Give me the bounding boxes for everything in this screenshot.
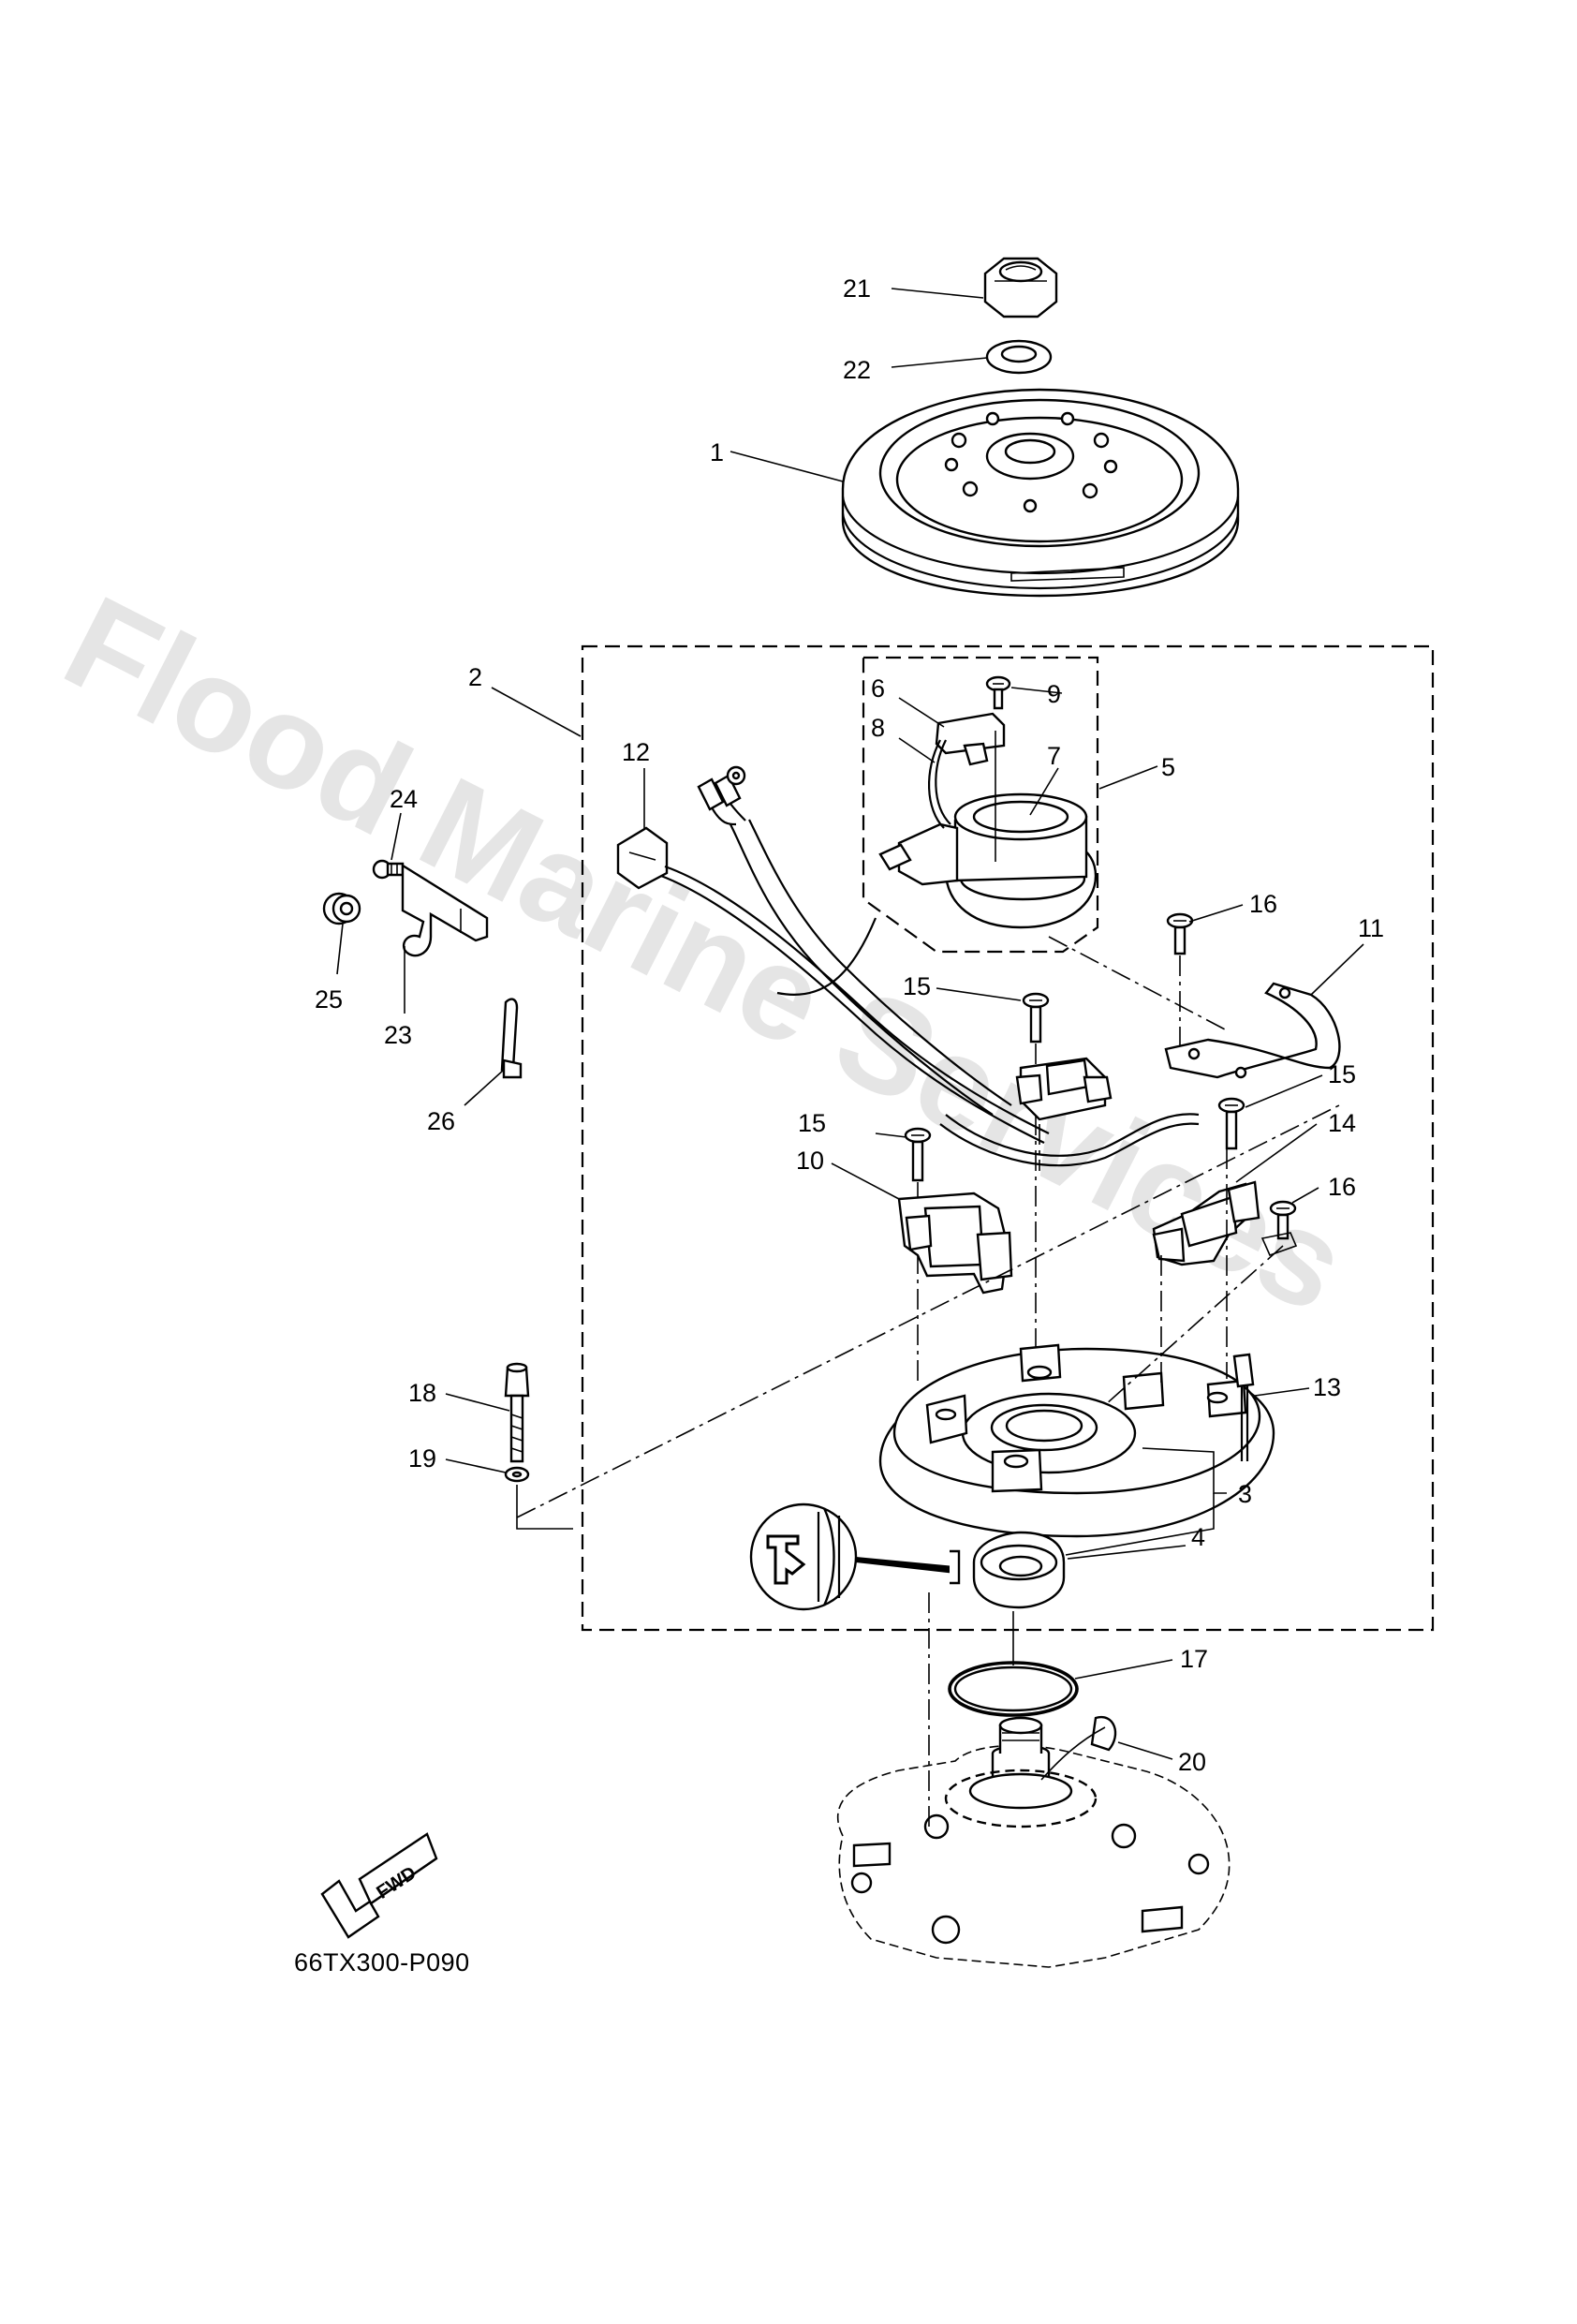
callout-4[interactable]: 4 (1191, 1523, 1205, 1551)
part-19-washer[interactable] (504, 1466, 530, 1483)
part-11-retainer-plate[interactable] (1164, 982, 1341, 1079)
callout-16-right[interactable]: 16 (1328, 1173, 1356, 1201)
part-2-base-assembly-outline (581, 644, 1435, 1632)
part-12-connector-harness[interactable] (616, 765, 1200, 1167)
part-3-stator-base[interactable] (878, 1343, 1275, 1538)
callout-5[interactable]: 5 (1161, 753, 1175, 781)
grease-icon (766, 1534, 806, 1585)
leader-lines (336, 288, 1364, 1827)
part-16-screw-right[interactable] (1260, 1200, 1298, 1257)
part-17-o-ring[interactable] (948, 1611, 1079, 1717)
part-15-screw-right[interactable] (1217, 1097, 1245, 1150)
callout-14[interactable]: 14 (1328, 1109, 1356, 1137)
callout-23[interactable]: 23 (384, 1021, 412, 1049)
callout-20[interactable]: 20 (1178, 1748, 1206, 1776)
grease-detail-bubble (749, 1502, 961, 1611)
part-20-key[interactable] (1090, 1715, 1117, 1752)
part-8-lead-wire[interactable] (927, 739, 951, 829)
callout-22[interactable]: 22 (843, 356, 871, 384)
callout-numbers: 21 22 1 2 6 9 8 12 7 5 24 16 11 15 25 23… (315, 274, 1384, 1776)
fwd-arrow-icon: FWD (320, 1832, 438, 1939)
callout-2[interactable]: 2 (468, 663, 482, 691)
callout-9[interactable]: 9 (1047, 680, 1061, 708)
callout-17[interactable]: 17 (1180, 1645, 1208, 1673)
callout-16-top[interactable]: 16 (1249, 890, 1277, 918)
callout-26[interactable]: 26 (427, 1107, 455, 1135)
part-9-screw[interactable] (985, 675, 1011, 710)
callout-15-left[interactable]: 15 (798, 1109, 826, 1137)
callout-15-center[interactable]: 15 (903, 972, 931, 1000)
callout-12[interactable]: 12 (622, 738, 650, 766)
part-10-lighting-coil[interactable] (897, 1192, 1013, 1295)
part-1-flywheel[interactable] (841, 388, 1240, 598)
callout-15-right[interactable]: 15 (1328, 1060, 1356, 1088)
callout-19[interactable]: 19 (408, 1444, 436, 1473)
part-22-washer[interactable] (985, 339, 1053, 375)
callout-24[interactable]: 24 (390, 785, 418, 813)
part-7-pulser-coil[interactable] (878, 792, 1098, 929)
part-15-screw-left[interactable] (904, 1127, 932, 1386)
part-5-pulser-assembly-outline (862, 656, 1099, 954)
charge-coil-center[interactable] (1015, 1057, 1113, 1121)
crankcase-reference (836, 1716, 1231, 1968)
callout-18[interactable]: 18 (408, 1379, 436, 1407)
callout-25[interactable]: 25 (315, 985, 343, 1014)
part-6-clamp[interactable] (935, 712, 1006, 862)
part-21-nut[interactable] (983, 257, 1058, 318)
callout-1[interactable]: 1 (710, 438, 724, 466)
callout-11[interactable]: 11 (1358, 914, 1384, 942)
callout-3[interactable]: 3 (1238, 1480, 1252, 1508)
callout-21[interactable]: 21 (843, 274, 871, 303)
callout-6[interactable]: 6 (871, 674, 885, 703)
part-16-screw-top[interactable] (1166, 912, 1194, 1049)
part-24-screw[interactable] (372, 859, 405, 880)
callout-7[interactable]: 7 (1047, 742, 1061, 770)
callout-8[interactable]: 8 (871, 714, 885, 742)
part-18-bolt[interactable] (504, 1362, 530, 1463)
part-4-oil-seal[interactable] (972, 1531, 1066, 1609)
callout-13[interactable]: 13 (1313, 1373, 1341, 1401)
part-26-clip[interactable] (500, 998, 523, 1079)
drawing-id: 66TX300-P090 (294, 1948, 470, 1976)
part-13-cable-tie[interactable] (1232, 1353, 1255, 1461)
part-25-grommet[interactable] (322, 892, 361, 925)
callout-10[interactable]: 10 (796, 1147, 824, 1175)
